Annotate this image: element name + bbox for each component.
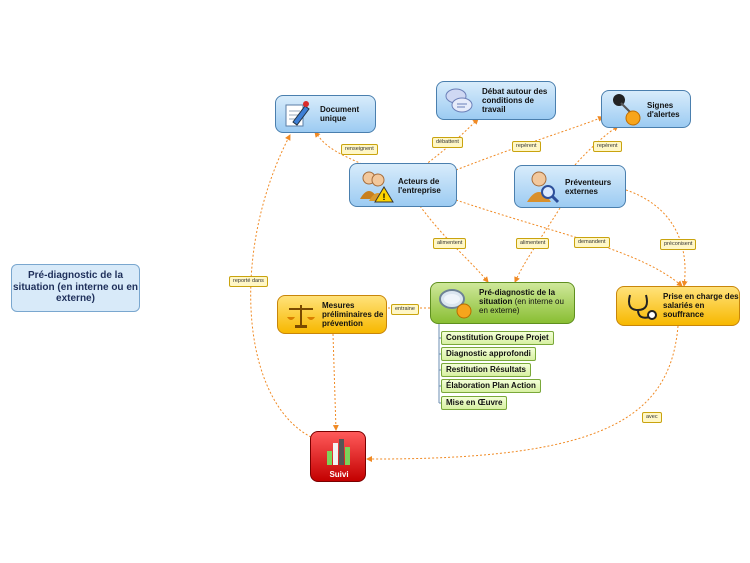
people-warning-icon: ! [360,171,394,203]
node-label: Mesures préliminaires de prévention [322,301,384,329]
node-debat[interactable]: Débat autour des conditions de travail [436,81,556,120]
line-preventeurs-signes [574,125,619,166]
line-mesures-suivi [332,333,339,431]
line-preventeurs-prise [625,189,688,287]
node-label-rest: (en interne ou en externe) [479,297,564,316]
line-suivi-document [250,134,312,438]
node-signes-alertes[interactable]: Signes d'alertes [601,90,691,128]
scales-icon [287,305,315,328]
node-label: Débat autour des conditions de travail [482,87,548,115]
line-prise-suivi [366,325,679,463]
relation-reporte-dans[interactable]: reporté dans [229,276,268,287]
bar-chart-icon [327,439,350,465]
node-label: Pré-diagnostic de la situation (en inter… [479,288,573,316]
line-preventeurs-prediag [514,207,561,283]
stethoscope-icon [628,294,657,320]
relation-entraine[interactable]: entraine [391,304,419,315]
node-acteurs[interactable]: ! Acteurs de l'entreprise [349,163,457,207]
line-acteurs-prise [455,199,683,287]
document-pencil-icon [285,101,310,127]
relation-debattent[interactable]: débattent [432,137,463,148]
node-label-bold: Pré-diagnostic de la situation [479,288,556,307]
relation-reperent-acteurs[interactable]: repèrent [512,141,541,152]
node-prise-en-charge[interactable]: Prise en charge des salariés en souffran… [616,286,740,326]
node-document-unique[interactable]: Document unique [275,95,376,133]
node-mesures[interactable]: Mesures préliminaires de prévention [277,295,387,334]
speech-bubbles-icon [445,88,473,113]
relation-alimentent-acteurs[interactable]: alimentent [433,238,467,249]
person-search-icon [527,171,559,204]
node-label: Signes d'alertes [647,101,680,120]
node-suivi[interactable]: Suivi [310,431,366,482]
node-label: Document unique [320,105,360,124]
subtopic-constitution[interactable]: Constitution Groupe Projet [441,331,554,345]
subtopic-elaboration[interactable]: Élaboration Plan Action [441,379,541,393]
subtopic-mise-en-oeuvre[interactable]: Mise en Œuvre [441,396,508,410]
relation-reperent-preventeurs[interactable]: repèrent [593,141,622,152]
alarm-horn-icon [613,94,641,126]
node-preventeurs[interactable]: Préventeurs externes [514,165,626,208]
subtopic-diagnostic[interactable]: Diagnostic approfondi [441,347,536,361]
magnifier-icon [439,289,472,319]
central-topic[interactable]: Pré-diagnostic de la situation (en inter… [11,264,140,312]
relation-renseignent[interactable]: renseignent [341,144,378,155]
relation-avec[interactable]: avec [642,412,662,423]
relation-demandent[interactable]: demandent [574,237,610,248]
node-label: Acteurs de l'entreprise [398,177,441,196]
relation-alimentent-preventeurs[interactable]: alimentent [516,238,550,249]
node-prediagnostic[interactable]: Pré-diagnostic de la situation (en inter… [430,282,575,324]
subtopic-lines [438,324,441,404]
node-label: Suivi [329,470,349,479]
svg-text:!: ! [383,192,386,202]
node-label: Prise en charge des salariés en souffran… [663,292,739,320]
node-label: Préventeurs externes [565,178,612,197]
relation-preconisent[interactable]: préconisent [660,239,697,250]
subtopic-restitution[interactable]: Restitution Résultats [441,363,532,377]
